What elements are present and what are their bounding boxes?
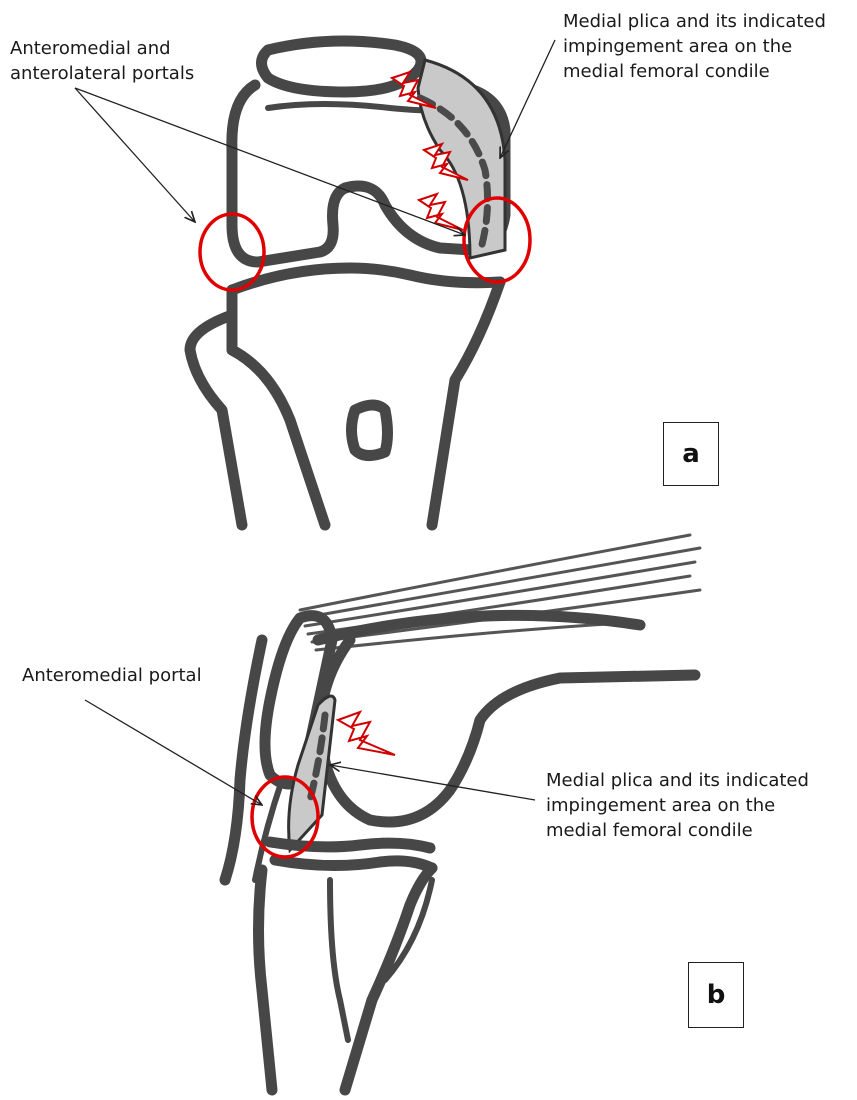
impingement-bolt-b [338, 712, 395, 755]
tibial-plateau-lower-b [275, 860, 432, 868]
panel-a-label: a [663, 422, 719, 486]
panel-b-label: b [688, 962, 744, 1028]
patellar-tendon-b [225, 640, 262, 880]
plica-arrow-b [330, 765, 535, 800]
tibia-anterior-b [259, 870, 273, 1090]
tibia-inner-b [330, 880, 348, 1040]
portal-label-b: Anteromedial portal [22, 663, 202, 688]
portal-arrow-b [85, 700, 262, 805]
portals-label-a: Anteromedial and anterolateral portals [10, 36, 194, 86]
tibial-plateau-b [270, 842, 430, 848]
plica-label-a: Medial plica and its indicated impingeme… [563, 9, 826, 84]
plica-label-b: Medial plica and its indicated impingeme… [546, 768, 809, 843]
